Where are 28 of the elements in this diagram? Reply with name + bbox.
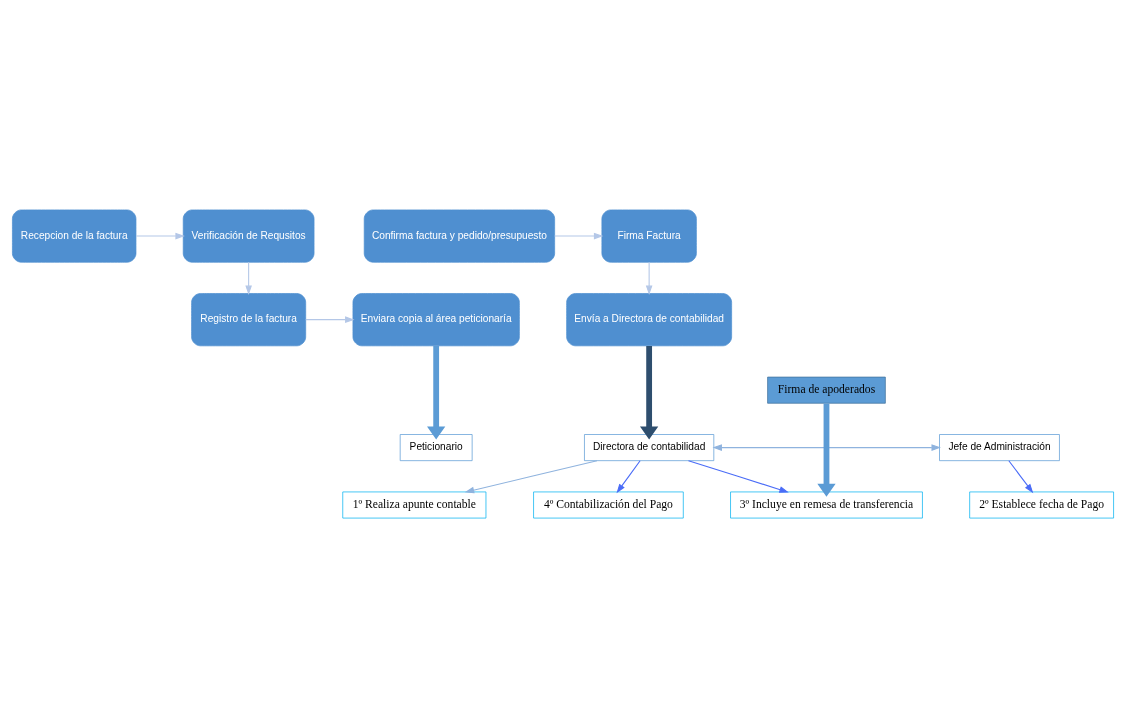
- arrow: [640, 345, 659, 439]
- arrow: [427, 345, 446, 439]
- node-box: Peticionario: [399, 433, 473, 461]
- node-box: Firma de apoderados: [767, 376, 886, 404]
- arrow: [305, 315, 355, 323]
- arrow: [554, 232, 604, 239]
- node-box: Jefe de Administración: [939, 433, 1060, 461]
- node-box: 2º Establece fecha de Pago: [969, 491, 1114, 518]
- arrow: [712, 443, 941, 451]
- arrow: [817, 402, 836, 497]
- arrow: [616, 459, 641, 493]
- arrow: [464, 459, 598, 493]
- node-box: 3º Incluye en remesa de transferencia: [730, 491, 923, 518]
- node-box: Verificación de Requsitos: [182, 209, 315, 263]
- node-box: Registro de la factura: [191, 292, 307, 346]
- arrow: [135, 232, 185, 239]
- arrow: [687, 459, 789, 493]
- arrow: [245, 261, 252, 295]
- arrow: [645, 261, 653, 295]
- node-box: Confirma factura y pedido/presupuesto: [363, 209, 555, 263]
- node-box: 4º Contabilización del Pago: [533, 491, 684, 518]
- node-box: Recepcion de la factura: [12, 209, 137, 263]
- node-box: Envía a Directora de contabilidad: [566, 292, 732, 346]
- node-box: Directora de contabilidad: [584, 433, 715, 461]
- node-box: Enviara copia al área peticionaría: [352, 292, 520, 346]
- arrow: [1008, 459, 1034, 493]
- node-box: Firma Factura: [601, 209, 697, 263]
- node-box: 1º Realiza apunte contable: [342, 491, 487, 518]
